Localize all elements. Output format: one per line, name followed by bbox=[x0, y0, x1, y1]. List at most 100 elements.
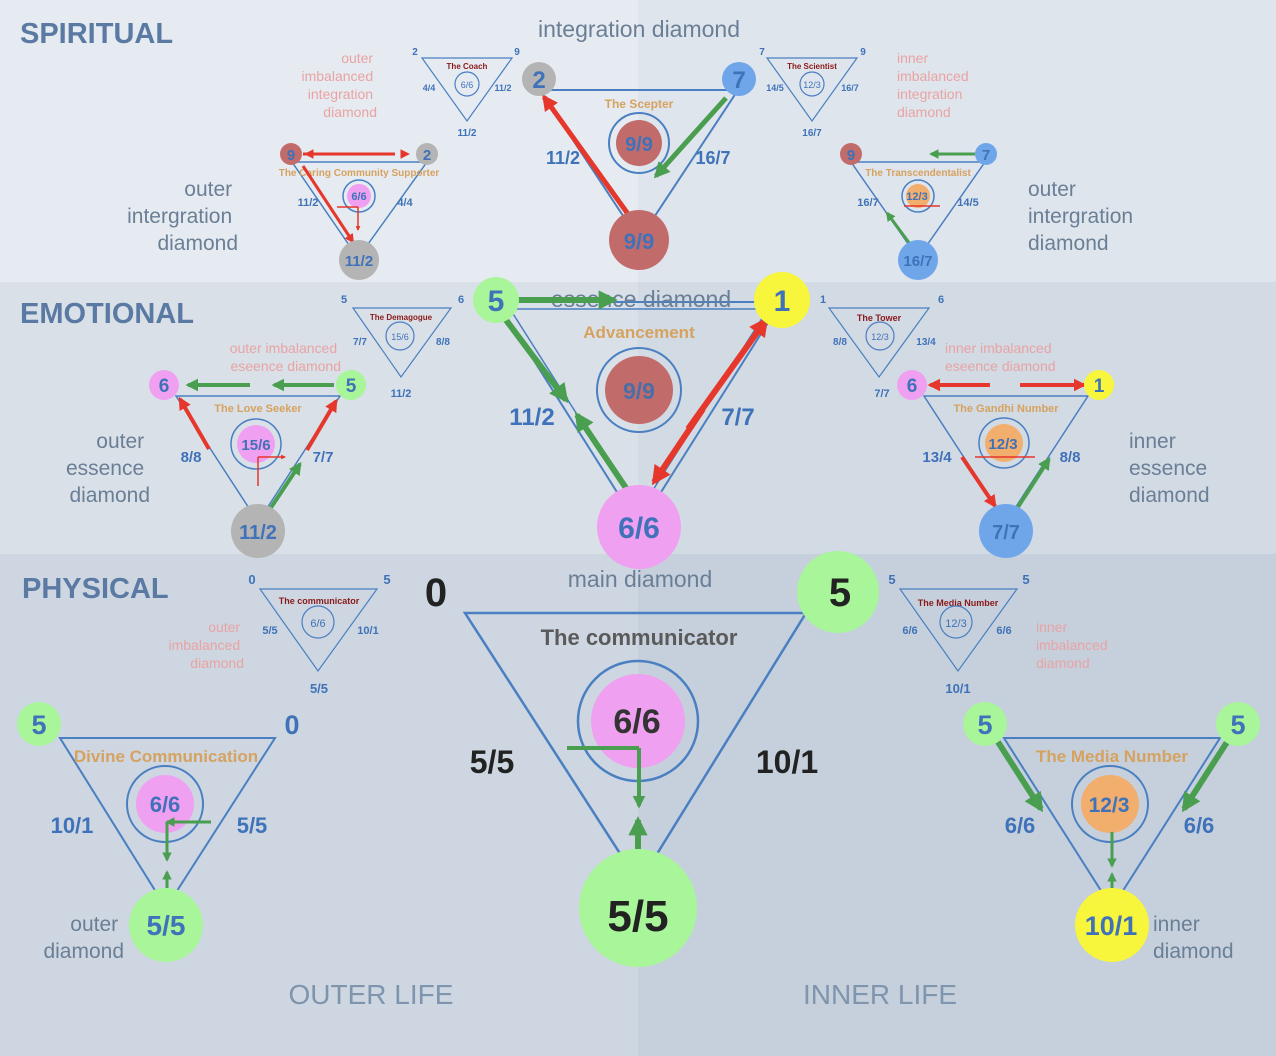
outer-diamond-left: 5 bbox=[31, 710, 46, 740]
outer-essence-right: 5 bbox=[346, 376, 357, 397]
outer-imbalanced-right-side: 10/1 bbox=[357, 625, 378, 637]
section-spiritual: SPIRITUAL bbox=[20, 18, 173, 50]
essence-diamond: essence diamond Advancement 9/9 5 1 6/6 … bbox=[473, 272, 810, 569]
inner-diamond: inner diamond The Media Number 12/3 5 5 … bbox=[963, 702, 1260, 963]
outer-imbalanced-integration-diamond: outer imbalanced integration diamond The… bbox=[302, 47, 521, 139]
outer-essence-center: 15/6 bbox=[241, 437, 270, 454]
outer-essence-caption: outer essence diamond bbox=[66, 430, 150, 507]
inner-imbalanced-left-side: 6/6 bbox=[902, 625, 917, 637]
outer-imbalanced-essence-center: 15/6 bbox=[391, 332, 409, 342]
outer-imbalanced-essence-left-side: 7/7 bbox=[353, 337, 367, 348]
outer-essence-left-side: 8/8 bbox=[181, 449, 202, 466]
inner-imbalanced-caption: inner imbalanced diamond bbox=[1036, 619, 1112, 671]
main-diamond: main diamond The communicator 6/6 5 0 5/… bbox=[425, 551, 879, 967]
inner-integration-bottom: 16/7 bbox=[903, 253, 932, 270]
inner-essence-right-side: 8/8 bbox=[1060, 449, 1081, 466]
inner-imbalanced-essence-left-side: 8/8 bbox=[833, 337, 847, 348]
inner-essence-bottom: 7/7 bbox=[992, 522, 1020, 544]
outer-imbalanced-integration-center: 6/6 bbox=[461, 80, 474, 90]
main-heading: main diamond bbox=[568, 566, 712, 592]
integration-diamond: integration diamond The Scepter 9/9 2 7 … bbox=[522, 16, 756, 270]
outer-diamond-title: Divine Communication bbox=[74, 747, 258, 766]
outer-imbalanced-integration-left-side: 4/4 bbox=[423, 83, 436, 93]
integration-heading: integration diamond bbox=[538, 16, 740, 42]
inner-imbalanced-essence-diamond: inner imbalanced eseence diamond The Tow… bbox=[820, 294, 1056, 400]
outer-essence-title: The Love Seeker bbox=[214, 403, 302, 415]
outer-integration-diamond: outer intergration diamond The Caring Co… bbox=[127, 143, 439, 280]
inner-diamond-left-side: 6/6 bbox=[1005, 813, 1036, 838]
integration-title: The Scepter bbox=[605, 97, 674, 111]
outer-diamond: outer diamond Divine Communication 6/6 5… bbox=[17, 702, 300, 963]
column-outer-life: OUTER LIFE bbox=[289, 979, 454, 1010]
integration-left-value: 2 bbox=[532, 67, 545, 94]
outer-imbalanced-integration-title: The Coach bbox=[447, 62, 488, 71]
essence-right-value: 1 bbox=[774, 285, 791, 318]
outer-imbalanced-title: The communicator bbox=[279, 596, 360, 606]
inner-imbalanced-integration-right: 9 bbox=[860, 47, 866, 58]
outer-imbalanced-essence-bottom: 11/2 bbox=[391, 388, 412, 400]
outer-imbalanced-integration-right: 9 bbox=[514, 47, 520, 58]
outer-imbalanced-essence-diamond: outer imbalanced eseence diamond The Dem… bbox=[230, 294, 464, 400]
inner-essence-title: The Gandhi Number bbox=[953, 403, 1059, 415]
integration-left-side: 11/2 bbox=[546, 148, 580, 168]
outer-imbalanced-center: 6/6 bbox=[310, 618, 325, 630]
outer-diamond-left-side: 10/1 bbox=[51, 813, 94, 838]
outer-integration-left: 9 bbox=[287, 147, 295, 164]
main-center-value: 6/6 bbox=[613, 703, 660, 741]
inner-imbalanced-integration-bottom: 16/7 bbox=[802, 128, 822, 139]
essence-center-value: 9/9 bbox=[623, 378, 655, 404]
inner-imbalanced-essence-left: 1 bbox=[820, 294, 826, 306]
essence-title: Advancement bbox=[583, 323, 695, 342]
inner-diamond-right-side: 6/6 bbox=[1184, 813, 1215, 838]
outer-diamond-center: 6/6 bbox=[150, 792, 181, 817]
outer-imbalanced-bottom: 5/5 bbox=[310, 681, 328, 696]
outer-imbalanced-integration-right-side: 11/2 bbox=[494, 83, 511, 93]
outer-diamond-bottom: 5/5 bbox=[147, 910, 186, 941]
main-left-value: 0 bbox=[425, 571, 447, 615]
inner-imbalanced-integration-title: The Scientist bbox=[787, 62, 837, 71]
inner-diamond-caption: inner diamond bbox=[1153, 913, 1234, 963]
inner-integration-title: The Transcendentalist bbox=[865, 168, 971, 179]
outer-essence-diamond: outer essence diamond The Love Seeker 15… bbox=[66, 370, 366, 558]
section-physical: PHYSICAL bbox=[22, 573, 169, 605]
outer-essence-left: 6 bbox=[159, 376, 170, 397]
inner-imbalanced-integration-left: 7 bbox=[759, 47, 765, 58]
inner-essence-left: 6 bbox=[907, 376, 918, 397]
main-right-value: 5 bbox=[829, 571, 851, 615]
inner-integration-right: 7 bbox=[982, 147, 990, 164]
outer-diamond-caption: outer diamond bbox=[43, 913, 124, 963]
outer-integration-caption: outer intergration diamond bbox=[127, 178, 238, 255]
essence-left-value: 5 bbox=[488, 285, 505, 318]
outer-imbalanced-essence-caption: outer imbalanced eseence diamond bbox=[230, 340, 341, 374]
column-inner-life: INNER LIFE bbox=[803, 979, 957, 1010]
outer-integration-center: 6/6 bbox=[351, 191, 366, 203]
integration-right-side: 16/7 bbox=[695, 148, 730, 168]
inner-integration-left-side: 16/7 bbox=[857, 197, 878, 209]
outer-diamond-right: 0 bbox=[284, 710, 299, 740]
inner-diamond-left: 5 bbox=[977, 710, 992, 740]
inner-imbalanced-bottom: 10/1 bbox=[945, 681, 970, 696]
integration-center-value: 9/9 bbox=[625, 134, 653, 156]
essence-left-side: 11/2 bbox=[509, 404, 554, 431]
outer-imbalanced-essence-right: 6 bbox=[458, 294, 464, 306]
inner-integration-center: 12/3 bbox=[906, 191, 927, 203]
section-emotional: EMOTIONAL bbox=[20, 298, 194, 330]
outer-imbalanced-right: 5 bbox=[383, 572, 390, 587]
outer-imbalanced-integration-bottom: 11/2 bbox=[458, 128, 477, 139]
inner-imbalanced-title: The Media Number bbox=[918, 598, 999, 608]
inner-diamond-right: 5 bbox=[1230, 710, 1245, 740]
main-right-side: 10/1 bbox=[756, 744, 818, 780]
inner-integration-caption: outer intergration diamond bbox=[1028, 178, 1139, 255]
inner-integration-right-side: 14/5 bbox=[957, 197, 978, 209]
inner-diamond-bottom: 10/1 bbox=[1085, 911, 1138, 941]
inner-imbalanced-integration-caption: inner imbalanced integration diamond bbox=[897, 50, 973, 120]
inner-integration-left: 9 bbox=[847, 147, 855, 164]
inner-imbalanced-right: 5 bbox=[1022, 572, 1029, 587]
inner-imbalanced-integration-left-side: 14/5 bbox=[766, 83, 784, 93]
outer-imbalanced-diamond: outer imbalanced diamond The communicato… bbox=[169, 572, 391, 696]
inner-imbalanced-essence-title: The Tower bbox=[857, 313, 902, 323]
main-title: The communicator bbox=[541, 625, 738, 650]
inner-imbalanced-integration-diamond: inner imbalanced integration diamond The… bbox=[759, 47, 973, 139]
inner-diamond-title: The Media Number bbox=[1036, 747, 1188, 766]
